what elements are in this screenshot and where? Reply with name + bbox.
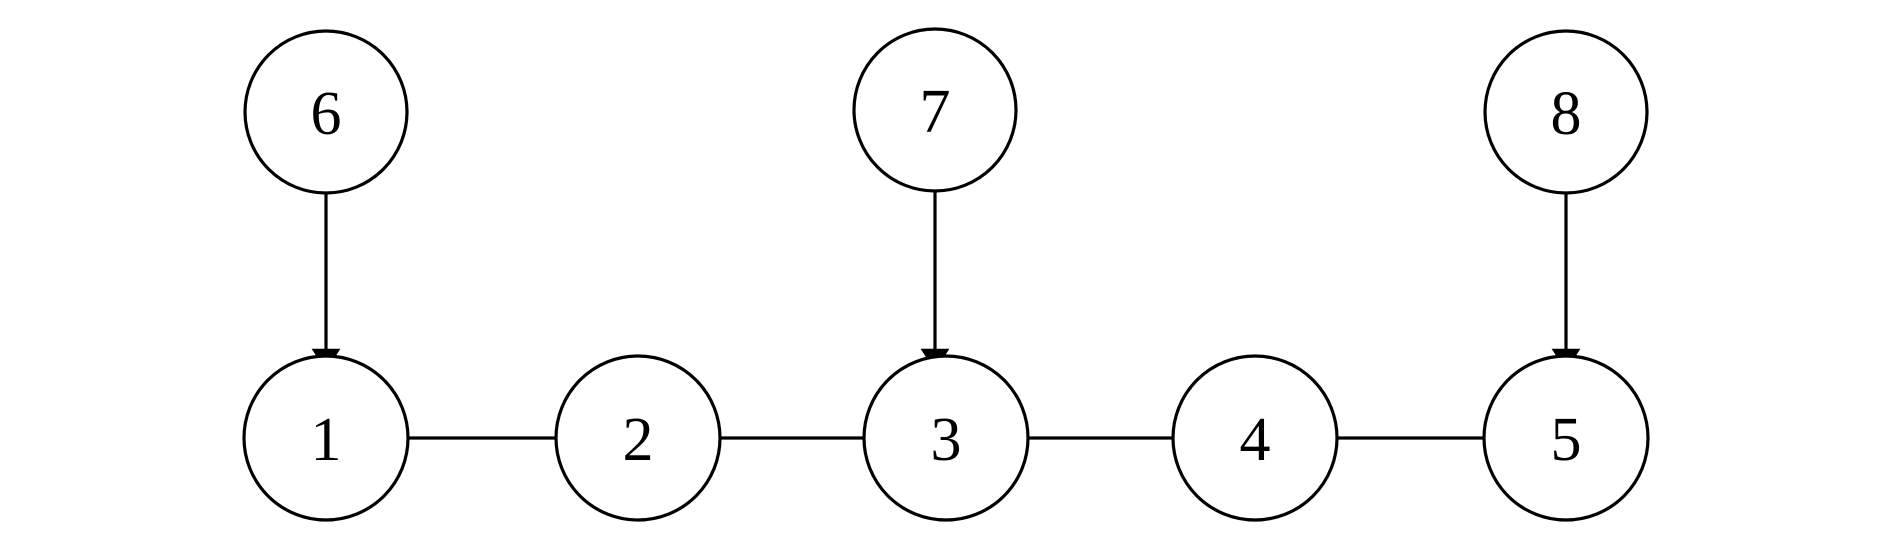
node-label-1: 1: [311, 406, 342, 474]
node-circle-7[interactable]: [852, 27, 1018, 193]
node-label-7: 7: [920, 78, 951, 146]
node-circle-3[interactable]: [862, 354, 1030, 522]
node-circle-5[interactable]: [1482, 354, 1650, 522]
graph-node-4[interactable]: 4: [1171, 354, 1339, 522]
edges-layer: [311, 191, 1581, 440]
graph-node-3[interactable]: 3: [862, 354, 1030, 522]
graph-node-8[interactable]: 8: [1483, 29, 1649, 195]
node-label-4: 4: [1240, 406, 1271, 474]
node-circle-8[interactable]: [1483, 29, 1649, 195]
node-circle-1[interactable]: [242, 354, 410, 522]
node-label-3: 3: [931, 406, 962, 474]
node-label-5: 5: [1551, 406, 1582, 474]
node-label-2: 2: [623, 406, 654, 474]
node-circle-4[interactable]: [1171, 354, 1339, 522]
node-label-6: 6: [311, 80, 342, 148]
graph-node-5[interactable]: 5: [1482, 354, 1650, 522]
graph-node-6[interactable]: 6: [243, 29, 409, 195]
node-circle-2[interactable]: [554, 354, 722, 522]
nodes-layer: 1 2 3 4 5 6 7 8: [242, 27, 1650, 522]
node-circle-6[interactable]: [243, 29, 409, 195]
node-label-8: 8: [1551, 80, 1582, 148]
graph-node-7[interactable]: 7: [852, 27, 1018, 193]
graph-node-1[interactable]: 1: [242, 354, 410, 522]
graph-node-2[interactable]: 2: [554, 354, 722, 522]
